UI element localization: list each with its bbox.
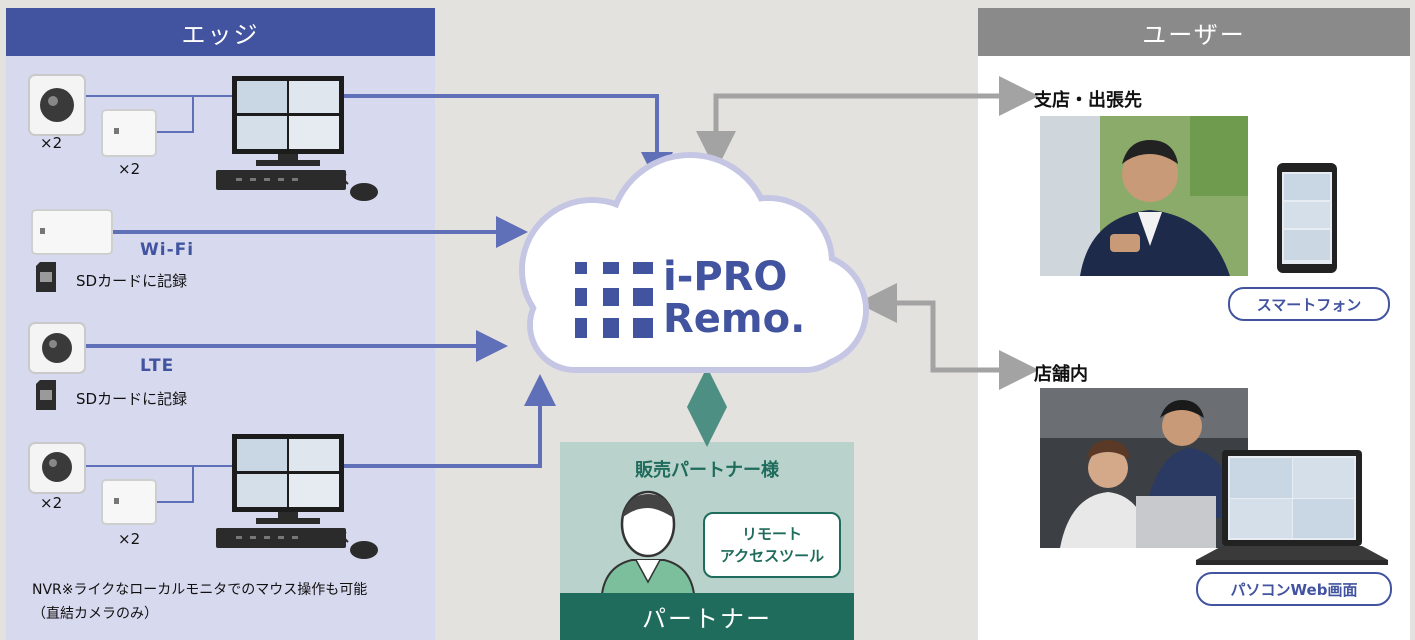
tool-line1: リモート: [741, 525, 802, 543]
store-label: 店舗内: [1034, 364, 1088, 385]
multiplier-label: ×2: [40, 134, 63, 152]
branch-label: 支店・出張先: [1034, 90, 1142, 111]
businessman-photo: [1040, 116, 1248, 276]
smartphone-label: スマートフォン: [1228, 287, 1390, 321]
logo-line2: Remo.: [663, 296, 806, 342]
person-icon: [600, 490, 696, 594]
nvr-monitor-icon: [216, 76, 378, 201]
footnote-line1: NVR※ライクなローカルモニタでのマウス操作も可能: [32, 582, 368, 598]
laptop-icon: [1196, 450, 1388, 565]
lte-camera-icon: [28, 322, 86, 374]
lte-label: LTE: [140, 356, 175, 376]
footnote: NVR※ライクなローカルモニタでのマウス操作も可能 （直結カメラのみ）: [32, 578, 367, 626]
footnote-line2: （直結カメラのみ）: [32, 606, 158, 622]
dome-camera-icon: [28, 74, 86, 136]
multiplier-label: ×2: [118, 160, 141, 178]
smartphone-icon: [1277, 163, 1337, 273]
multiplier-label: ×2: [40, 494, 63, 512]
logo-mark-icon: [575, 262, 653, 338]
tool-line2: アクセスツール: [719, 547, 825, 565]
box-camera-icon: [101, 479, 157, 525]
logo-line1: i-PRO: [663, 254, 788, 300]
cloud-shape: [519, 152, 869, 373]
office-photo: [1040, 388, 1248, 548]
multiplier-label: ×2: [118, 530, 141, 548]
sd-note: SDカードに記録: [76, 272, 188, 290]
sd-card-icon: [36, 380, 56, 410]
sd-note: SDカードに記録: [76, 390, 188, 408]
logo-text: i-PRO Remo.: [663, 256, 805, 340]
partner-footer: パートナー: [560, 593, 854, 640]
user-header: ユーザー: [978, 8, 1410, 56]
dome-camera-icon: [28, 442, 86, 494]
wifi-camera-icon: [31, 209, 113, 255]
sd-card-icon: [36, 262, 56, 292]
remote-access-tool-box: リモート アクセスツール: [703, 512, 841, 578]
pc-web-label: パソコンWeb画面: [1196, 572, 1392, 606]
edge-header: エッジ: [6, 8, 435, 56]
wifi-label: Wi-Fi: [140, 240, 195, 260]
nvr-monitor-icon: [216, 434, 378, 559]
partner-title: 販売パートナー様: [635, 460, 779, 481]
box-camera-icon: [101, 109, 157, 157]
